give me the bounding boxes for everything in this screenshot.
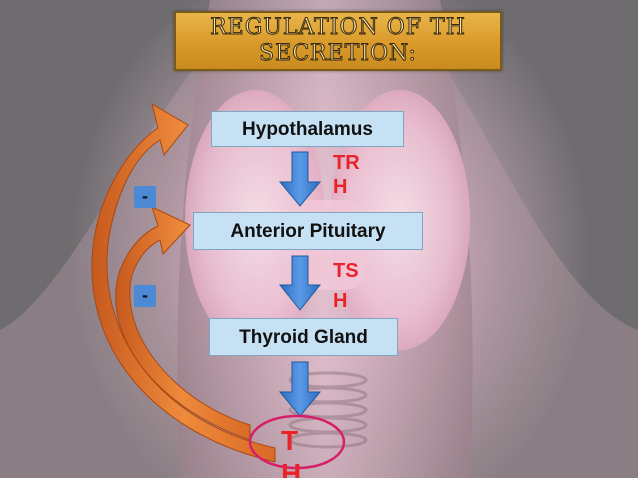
th-label: T H [281,424,321,478]
hypothalamus-box: Hypothalamus [211,111,404,147]
th-highlight-circle [248,414,346,470]
title-line-2: SECRETION: [259,41,417,67]
negative-feedback-badge-hypothalamus: - [134,186,156,208]
trh-label-line-1: TR [333,152,360,174]
th-label-line-2: H [281,458,302,478]
down-arrow-tsh [278,255,322,311]
trh-label: TR H [333,151,373,199]
tsh-label-line-1: TS [333,260,359,282]
title-line-1: REGULATION OF TH [210,15,466,41]
feedback-arrow-to-pituitary [115,206,251,441]
down-arrow-trh [278,151,322,207]
tsh-label: TS H [333,256,373,316]
slide-title: REGULATION OF TH SECRETION: [174,11,502,71]
thyroid-gland-box: Thyroid Gland [209,318,398,356]
down-arrow-th [278,361,322,417]
negative-feedback-badge-pituitary: - [134,285,156,307]
anterior-pituitary-box: Anterior Pituitary [193,212,423,250]
th-label-line-1: T [281,425,299,456]
trh-label-line-2: H [333,176,348,198]
tsh-label-line-2: H [333,290,348,312]
